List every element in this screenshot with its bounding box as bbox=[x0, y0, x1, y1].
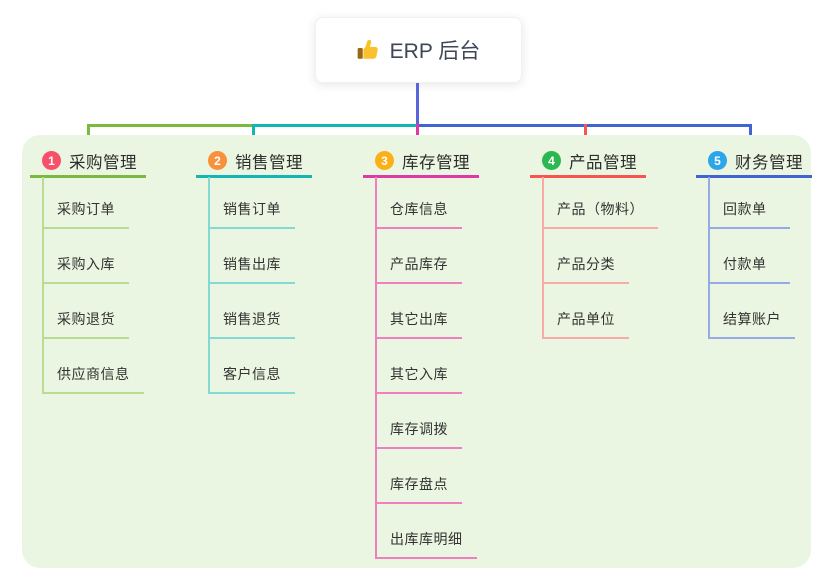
branch-underline bbox=[196, 175, 312, 178]
leaf-node-label: 采购入库 bbox=[57, 256, 115, 272]
branch-children-connector bbox=[375, 177, 377, 559]
leaf-node[interactable]: 库存盘点 bbox=[375, 449, 462, 504]
leaf-node[interactable]: 库存调拨 bbox=[375, 394, 462, 449]
branch-title-purchase[interactable]: 1 采购管理 bbox=[30, 149, 160, 172]
root-connector-line bbox=[416, 83, 419, 125]
leaf-node[interactable]: 采购退货 bbox=[42, 284, 129, 339]
leaf-node[interactable]: 其它出库 bbox=[375, 284, 462, 339]
branch-finance: 5 财务管理 回款单 付款单 结算账户 bbox=[696, 149, 826, 339]
leaf-node-label: 出库库明细 bbox=[390, 531, 463, 547]
leaf-node-label: 仓库信息 bbox=[390, 201, 448, 217]
branch-title-label: 采购管理 bbox=[69, 153, 137, 172]
leaf-node[interactable]: 销售出库 bbox=[208, 229, 295, 284]
branch-title-sales[interactable]: 2 销售管理 bbox=[196, 149, 326, 172]
leaf-node-label: 销售退货 bbox=[223, 311, 281, 327]
branch-underline bbox=[530, 175, 646, 178]
root-node[interactable]: ERP 后台 bbox=[315, 17, 522, 83]
branch-inventory: 3 库存管理 仓库信息 产品库存 其它出库 其它入库 库存调拨 库存盘点 出库库… bbox=[363, 149, 493, 559]
branch-title-label: 财务管理 bbox=[735, 153, 803, 172]
thumbs-up-icon bbox=[357, 39, 380, 62]
leaf-node-label: 其它入库 bbox=[390, 366, 448, 382]
leaf-node[interactable]: 其它入库 bbox=[375, 339, 462, 394]
modules-panel bbox=[22, 135, 811, 568]
leaf-node[interactable]: 供应商信息 bbox=[42, 339, 144, 394]
leaf-node-label: 采购退货 bbox=[57, 311, 115, 327]
leaf-node[interactable]: 回款单 bbox=[708, 174, 790, 229]
branch-children-connector bbox=[542, 177, 544, 339]
branch-title-label: 库存管理 bbox=[402, 153, 470, 172]
leaf-node-label: 销售订单 bbox=[223, 201, 281, 217]
leaf-node[interactable]: 结算账户 bbox=[708, 284, 795, 339]
branch-children-connector bbox=[208, 177, 210, 394]
leaf-node-label: 客户信息 bbox=[223, 366, 281, 382]
leaf-node[interactable]: 付款单 bbox=[708, 229, 790, 284]
branch-purchase: 1 采购管理 采购订单 采购入库 采购退货 供应商信息 bbox=[30, 149, 160, 394]
leaf-node-label: 销售出库 bbox=[223, 256, 281, 272]
leaf-node-label: 回款单 bbox=[723, 201, 767, 217]
leaf-node[interactable]: 产品分类 bbox=[542, 229, 629, 284]
branch-title-inventory[interactable]: 3 库存管理 bbox=[363, 149, 493, 172]
leaf-node-label: 产品单位 bbox=[557, 311, 615, 327]
branch-product: 4 产品管理 产品（物料） 产品分类 产品单位 bbox=[530, 149, 660, 339]
branch-underline bbox=[363, 175, 479, 178]
leaf-node[interactable]: 采购订单 bbox=[42, 174, 129, 229]
leaf-node[interactable]: 产品库存 bbox=[375, 229, 462, 284]
branch-number-badge: 4 bbox=[542, 151, 561, 170]
branch-children-connector bbox=[708, 177, 710, 339]
branch-number-badge: 3 bbox=[375, 151, 394, 170]
leaf-node[interactable]: 销售订单 bbox=[208, 174, 295, 229]
leaf-node[interactable]: 产品单位 bbox=[542, 284, 629, 339]
leaf-node[interactable]: 出库库明细 bbox=[375, 504, 477, 559]
leaf-node[interactable]: 仓库信息 bbox=[375, 174, 462, 229]
branch-title-label: 销售管理 bbox=[235, 153, 303, 172]
leaf-node-label: 供应商信息 bbox=[57, 366, 130, 382]
leaf-node-label: 库存盘点 bbox=[390, 476, 448, 492]
leaf-node-label: 付款单 bbox=[723, 256, 767, 272]
branch-title-product[interactable]: 4 产品管理 bbox=[530, 149, 660, 172]
branch-title-finance[interactable]: 5 财务管理 bbox=[696, 149, 826, 172]
leaf-node-label: 产品库存 bbox=[390, 256, 448, 272]
branch-title-label: 产品管理 bbox=[569, 153, 637, 172]
branch-connector-sales bbox=[252, 124, 418, 127]
leaf-node[interactable]: 销售退货 bbox=[208, 284, 295, 339]
leaf-node-label: 库存调拨 bbox=[390, 421, 448, 437]
leaf-node[interactable]: 采购入库 bbox=[42, 229, 129, 284]
leaf-node-label: 产品（物料） bbox=[557, 201, 644, 217]
leaf-node-label: 采购订单 bbox=[57, 201, 115, 217]
branch-number-badge: 5 bbox=[708, 151, 727, 170]
branch-sales: 2 销售管理 销售订单 销售出库 销售退货 客户信息 bbox=[196, 149, 326, 394]
leaf-node-label: 其它出库 bbox=[390, 311, 448, 327]
branch-connector-purchase bbox=[87, 124, 254, 127]
branch-number-badge: 1 bbox=[42, 151, 61, 170]
leaf-node-label: 产品分类 bbox=[557, 256, 615, 272]
leaf-node-label: 结算账户 bbox=[723, 311, 781, 327]
leaf-node[interactable]: 客户信息 bbox=[208, 339, 295, 394]
root-label: ERP 后台 bbox=[389, 40, 481, 63]
branch-underline bbox=[696, 175, 812, 178]
branch-number-badge: 2 bbox=[208, 151, 227, 170]
branch-underline bbox=[30, 175, 146, 178]
branch-children-connector bbox=[42, 177, 44, 394]
leaf-node[interactable]: 产品（物料） bbox=[542, 174, 658, 229]
